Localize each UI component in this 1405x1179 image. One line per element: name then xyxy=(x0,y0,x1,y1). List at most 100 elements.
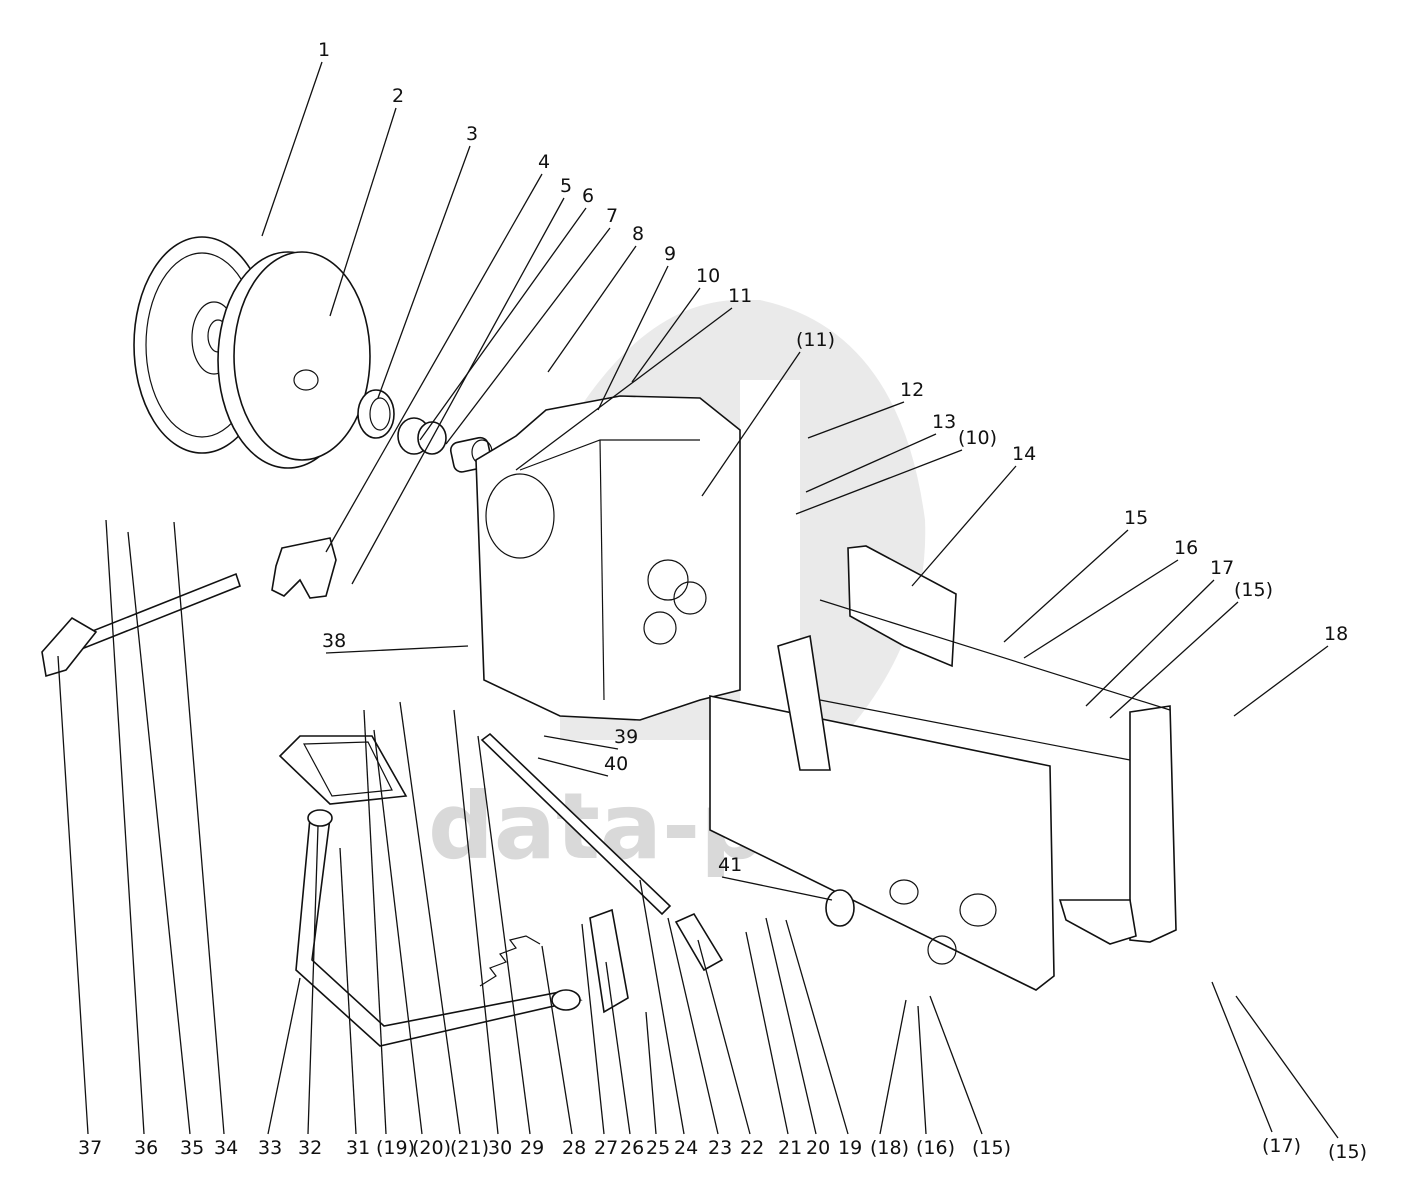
leader-line-c5 xyxy=(351,197,565,585)
leader-line-b35 xyxy=(127,531,191,1135)
callout-label-c5: 5 xyxy=(560,175,572,197)
leader-line-c12 xyxy=(807,401,905,439)
leader-line-c11b xyxy=(701,351,801,497)
callout-label-c10b: (10) xyxy=(958,427,997,449)
leader-lines xyxy=(57,61,1339,1139)
callout-label-b37: 37 xyxy=(78,1137,102,1159)
leader-line-b20 xyxy=(765,917,817,1135)
pedal-lever xyxy=(295,809,629,1047)
callout-label-b33: 33 xyxy=(258,1137,282,1159)
leader-line-b29 xyxy=(477,735,531,1135)
leader-line-c3 xyxy=(377,145,471,399)
leader-line-b33 xyxy=(267,977,301,1135)
leader-line-b16p xyxy=(917,1005,927,1135)
return-spring xyxy=(479,935,541,987)
leader-line-c38 xyxy=(325,645,469,654)
cap-plug xyxy=(825,889,855,927)
callout-label-b25: 25 xyxy=(646,1137,670,1159)
leader-line-b18p xyxy=(879,999,907,1135)
leader-line-b25 xyxy=(645,1011,657,1135)
callout-label-c40: 40 xyxy=(604,753,628,775)
callout-label-b20: 20 xyxy=(806,1137,830,1159)
leader-line-b34 xyxy=(173,521,225,1135)
leader-line-c40 xyxy=(537,757,609,777)
leader-line-b31 xyxy=(339,847,357,1135)
callout-label-c12: 12 xyxy=(900,379,924,401)
gear-housing xyxy=(475,395,741,721)
leader-line-c8 xyxy=(547,245,637,373)
callout-label-b31: 31 xyxy=(346,1137,370,1159)
callout-label-b30: 30 xyxy=(488,1137,512,1159)
leader-line-b30 xyxy=(453,709,499,1135)
callout-label-b23: 23 xyxy=(708,1137,732,1159)
leader-line-c39 xyxy=(543,735,619,750)
callout-label-b15q: (15) xyxy=(1328,1141,1367,1163)
leader-line-c6 xyxy=(419,207,587,441)
leader-line-b37 xyxy=(57,655,89,1135)
leader-line-c16 xyxy=(1023,559,1179,659)
leader-line-b32 xyxy=(307,825,319,1135)
callout-label-b18p: (18) xyxy=(870,1137,909,1159)
leader-line-c17 xyxy=(1085,579,1215,707)
leader-line-c7 xyxy=(445,227,611,445)
callout-label-c7: 7 xyxy=(606,205,618,227)
callout-label-c11b: (11) xyxy=(796,329,835,351)
callout-label-b17p: (17) xyxy=(1262,1135,1301,1157)
callout-label-b20p: (20) xyxy=(412,1137,451,1159)
leader-line-c18 xyxy=(1233,645,1329,717)
callout-label-b32: 32 xyxy=(298,1137,322,1159)
callout-label-c15b: (15) xyxy=(1234,579,1273,601)
leader-line-b20p xyxy=(373,729,423,1135)
leader-line-b23 xyxy=(667,917,719,1135)
callout-label-b22: 22 xyxy=(740,1137,764,1159)
callout-label-b34: 34 xyxy=(214,1137,238,1159)
callout-label-c41: 41 xyxy=(718,854,742,876)
callout-label-c10: 10 xyxy=(696,265,720,287)
callout-label-b15p: (15) xyxy=(972,1137,1011,1159)
callout-label-c11: 11 xyxy=(728,285,752,307)
callout-label-c8: 8 xyxy=(632,223,644,245)
callout-label-c2: 2 xyxy=(392,85,404,107)
leader-line-c2 xyxy=(329,107,397,317)
leader-line-c4 xyxy=(325,173,543,553)
chassis-frame xyxy=(709,599,1177,991)
callout-label-b29: 29 xyxy=(520,1137,544,1159)
callout-label-c14: 14 xyxy=(1012,443,1036,465)
callout-label-b36: 36 xyxy=(134,1137,158,1159)
callout-label-c3: 3 xyxy=(466,123,478,145)
leader-line-c10b xyxy=(795,449,963,515)
callout-label-b35: 35 xyxy=(180,1137,204,1159)
mounting-plate xyxy=(847,545,957,668)
leader-line-b21p xyxy=(399,701,461,1135)
callout-label-c16: 16 xyxy=(1174,537,1198,559)
callout-label-c9: 9 xyxy=(664,243,676,265)
leader-line-b21 xyxy=(745,931,789,1135)
callout-label-c17: 17 xyxy=(1210,557,1234,579)
seal-ring xyxy=(357,389,395,439)
leader-line-b36 xyxy=(105,519,145,1135)
callout-label-c6: 6 xyxy=(582,185,594,207)
callout-label-c4: 4 xyxy=(538,151,550,173)
leader-line-c10 xyxy=(631,287,701,383)
callout-label-c39: 39 xyxy=(614,726,638,748)
leader-line-b15p xyxy=(929,995,983,1135)
leader-line-b28 xyxy=(541,945,573,1135)
pedal-pad xyxy=(278,735,408,805)
callout-label-b19p: (19) xyxy=(376,1137,415,1159)
callout-label-b27: 27 xyxy=(594,1137,618,1159)
leader-line-b22 xyxy=(697,939,751,1135)
leader-line-b24 xyxy=(639,879,685,1135)
leader-line-b27 xyxy=(581,923,605,1135)
callout-label-b26: 26 xyxy=(620,1137,644,1159)
callout-label-b28: 28 xyxy=(562,1137,586,1159)
leader-line-b19 xyxy=(785,919,849,1135)
leader-line-c15 xyxy=(1003,529,1129,643)
leader-line-b17p xyxy=(1211,981,1273,1133)
callout-label-c18: 18 xyxy=(1324,623,1348,645)
leader-line-c9 xyxy=(597,265,669,411)
callout-label-c1: 1 xyxy=(318,39,330,61)
leader-line-c11 xyxy=(515,307,733,471)
